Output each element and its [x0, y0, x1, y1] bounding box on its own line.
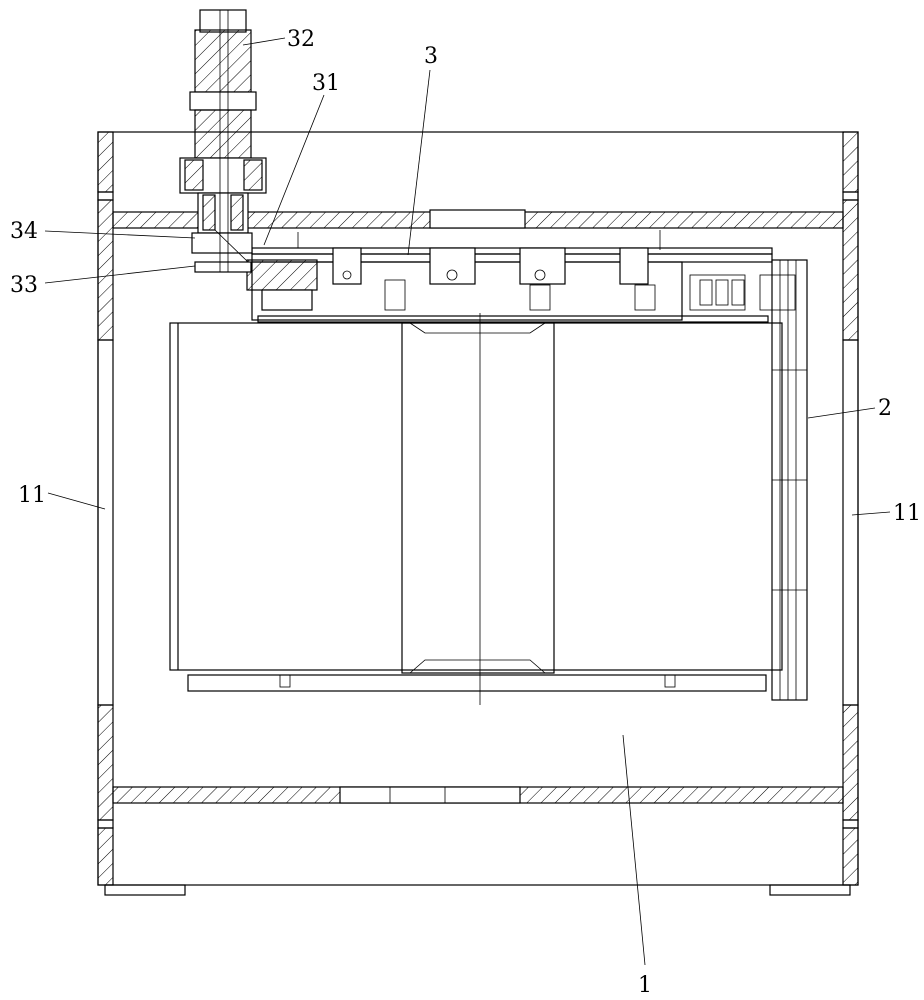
reference-labels: 32 31 3 34 33 2 11 11 1: [10, 27, 921, 998]
rail-assembly: [246, 230, 796, 323]
cabinet-frame: [97, 131, 859, 896]
main-body: [169, 313, 783, 705]
leader-lines: [44, 37, 891, 966]
motor-cap: [199, 9, 247, 33]
motor-housing: [194, 29, 252, 93]
label-32: 32: [287, 27, 315, 52]
label-11-left: 11: [18, 483, 46, 508]
left-wall-upper: [97, 131, 114, 193]
flange-plate: [194, 261, 252, 273]
left-wall-mid: [97, 199, 114, 341]
label-31: 31: [312, 71, 340, 96]
right-wall-mid: [842, 199, 859, 341]
label-34: 34: [10, 219, 38, 244]
center-panel: [401, 322, 555, 674]
left-foot: [104, 884, 186, 896]
label-11-right: 11: [893, 501, 921, 526]
rail-end-block: [246, 259, 318, 291]
carriage-4: [619, 247, 649, 285]
left-wall-lower: [97, 704, 114, 821]
right-foot: [769, 884, 851, 896]
right-wall-lower: [842, 704, 859, 821]
label-3: 3: [424, 44, 438, 69]
carriage-2: [429, 247, 476, 285]
side-module: [771, 259, 808, 701]
label-2: 2: [878, 396, 892, 421]
right-wall-upper: [842, 131, 859, 193]
label-1: 1: [638, 973, 652, 998]
drive-assembly: [179, 9, 267, 273]
carriage-3: [519, 247, 566, 285]
base-tray: [187, 674, 767, 692]
carriage-1: [332, 247, 362, 285]
label-33: 33: [10, 273, 38, 298]
